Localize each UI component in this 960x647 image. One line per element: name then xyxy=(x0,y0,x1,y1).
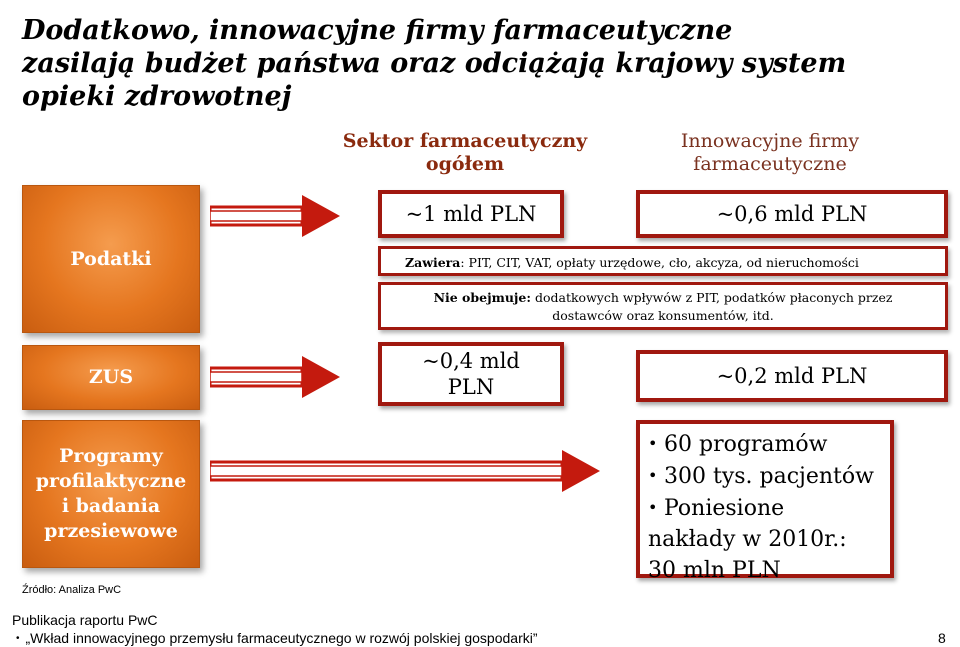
category-label-programy-line4: przesiewowe xyxy=(44,520,178,542)
category-label-podatki: Podatki xyxy=(70,247,152,270)
sector-tax-value-box: ~1 mld PLN xyxy=(378,190,564,238)
arrow-right-icon xyxy=(210,450,600,492)
sector-zus-value-box: ~0,4 mld PLN xyxy=(378,342,564,406)
slide-title-line3: opieki zdrowotnej xyxy=(22,81,292,112)
innovative-tax-value-box: ~0,6 mld PLN xyxy=(636,190,948,238)
expenditure-line1: Poniesione xyxy=(664,496,785,521)
list-item: • 300 tys. pacjentów xyxy=(648,460,890,492)
innovative-zus-value: ~0,2 mld PLN xyxy=(716,364,868,388)
column-heading-innovative: Innowacyjne firmy farmaceutyczne xyxy=(645,130,895,176)
slide-title-line2: zasilają budżet państwa oraz odciążają k… xyxy=(22,48,847,79)
column-heading-sector-line2: ogółem xyxy=(425,153,505,175)
sector-zus-value-line2: PLN xyxy=(447,375,495,399)
footer-report-title: • „Wkład innowacyjnego przemysłu farmaceu… xyxy=(16,630,538,646)
bullet-icon: • xyxy=(648,498,658,517)
source-note: Źródło: Analiza PwC xyxy=(22,584,122,596)
expenditure-line3: 30 mln PLN xyxy=(648,558,781,583)
footer-publication: Publikacja raportu PwC xyxy=(12,612,158,628)
column-heading-sector-line1: Sektor farmaceutyczny xyxy=(342,130,588,152)
list-item: • 60 programów xyxy=(648,428,890,460)
patients-count: 300 tys. pacjentów xyxy=(664,464,874,489)
tax-includes-note: Zawiera: PIT, CIT, VAT, opłaty urzędowe,… xyxy=(378,246,948,276)
tax-excludes-key: Nie obejmuje: xyxy=(433,290,531,305)
innovative-tax-value: ~0,6 mld PLN xyxy=(716,202,868,226)
sector-tax-value: ~1 mld PLN xyxy=(405,202,537,226)
category-label-programy-line3: i badania xyxy=(61,495,161,517)
slide-title-line1: Dodatkowo, innowacyjne firmy farmaceutyc… xyxy=(22,15,733,46)
innovative-zus-value-box: ~0,2 mld PLN xyxy=(636,350,948,402)
slide-title: Dodatkowo, innowacyjne firmy farmaceutyc… xyxy=(22,14,952,113)
bullet-icon: • xyxy=(16,633,20,644)
sector-zus-value-line1: ~0,4 mld xyxy=(422,349,520,373)
category-label-programy-line1: Programy xyxy=(59,445,163,467)
list-item: • Poniesione xyxy=(648,492,890,524)
category-label-programy-line2: profilaktyczne xyxy=(35,470,187,492)
tax-excludes-text-line1: dodatkowych wpływów z PIT, podatków płac… xyxy=(531,290,893,305)
innovative-programs-box: • 60 programów • 300 tys. pacjentów • Ponie… xyxy=(636,420,894,583)
category-box-programy: Programy profilaktyczne i badania przesi… xyxy=(22,420,200,568)
footer-report-title-text: „Wkład innowacyjnego przemysłu farmaceut… xyxy=(25,630,538,646)
category-box-podatki: Podatki xyxy=(22,185,200,333)
category-box-zus: ZUS xyxy=(22,345,200,410)
column-heading-innovative-line1: Innowacyjne firmy xyxy=(680,130,860,152)
programs-count: 60 programów xyxy=(664,432,828,457)
arrow-right-icon xyxy=(210,195,340,237)
expenditure-line2: nakłady w 2010r.: xyxy=(648,527,847,552)
tax-excludes-text-line2: dostawców oraz konsumentów, itd. xyxy=(552,308,774,323)
column-heading-sector: Sektor farmaceutyczny ogółem xyxy=(330,130,600,176)
page-number: 8 xyxy=(938,630,946,646)
tax-includes-key: Zawiera xyxy=(405,255,461,270)
arrow-right-icon xyxy=(210,356,340,398)
tax-includes-text: : PIT, CIT, VAT, opłaty urzędowe, cło, a… xyxy=(460,255,859,270)
bullet-icon: • xyxy=(648,434,658,453)
bullet-icon: • xyxy=(648,466,658,485)
category-label-zus: ZUS xyxy=(88,366,134,388)
column-heading-innovative-line2: farmaceutyczne xyxy=(693,153,847,175)
tax-excludes-note: Nie obejmuje: dodatkowych wpływów z PIT,… xyxy=(378,282,948,330)
